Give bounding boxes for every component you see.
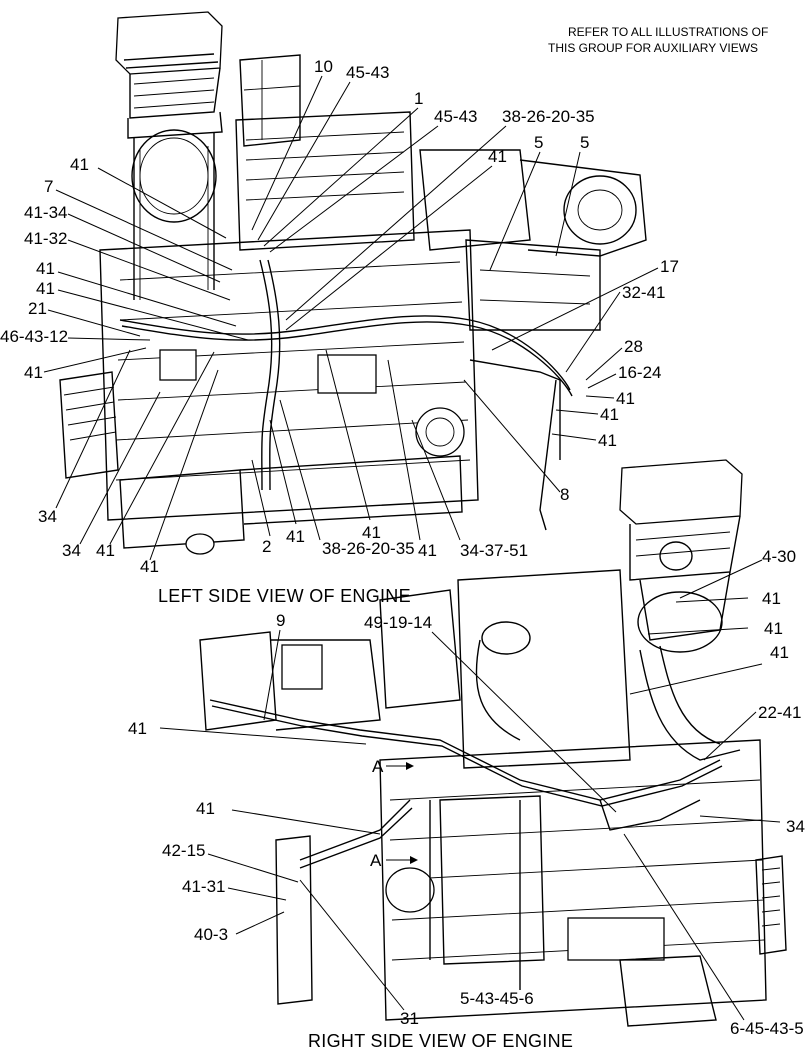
leader-lines (43, 75, 781, 1021)
wiring-harness-left (119, 259, 573, 531)
note-line-2: THIS GROUP FOR AUXILIARY VIEWS (548, 41, 758, 55)
callout-label: 5 (580, 133, 589, 152)
callout-label: 1 (414, 89, 423, 108)
callout-label: 41 (96, 541, 115, 560)
callout-label: 45-43 (434, 107, 477, 126)
callout-label: 38-26-20-35 (502, 107, 595, 126)
right-view-caption: RIGHT SIDE VIEW OF ENGINE (308, 1031, 573, 1051)
callout-label: 8 (560, 485, 569, 504)
callout-label: 41 (24, 363, 43, 382)
air-intake-stack (115, 11, 301, 300)
callout-label: 41 (286, 527, 305, 546)
callout-label: 34-37-51 (460, 541, 528, 560)
callout-label: 2 (262, 537, 271, 556)
callout-label: 41 (70, 155, 89, 174)
left-view-caption: LEFT SIDE VIEW OF ENGINE (158, 586, 411, 606)
callout-label: 5-43-45-6 (460, 989, 534, 1008)
callout-label: 28 (624, 337, 643, 356)
callout-label: 41 (36, 279, 55, 298)
callout-label: 41 (140, 557, 159, 576)
callout-label: 31 (400, 1009, 419, 1028)
left-side-engine-drawing (59, 11, 647, 555)
callout-label: 22-41 (758, 703, 801, 722)
callout-label: 34 (38, 507, 57, 526)
air-cleaner-right (619, 459, 743, 761)
callout-label: 41-31 (182, 877, 225, 896)
callout-label: 41-34 (24, 203, 67, 222)
callout-label: 7 (44, 177, 53, 196)
callout-label: 21 (28, 299, 47, 318)
callout-label: 41 (488, 147, 507, 166)
callout-label: 10 (314, 57, 333, 76)
callout-label: 42-15 (162, 841, 205, 860)
callout-label: 49-19-14 (364, 613, 432, 632)
callout-label: 40-3 (194, 925, 228, 944)
callout-label: 46-43-12 (0, 327, 68, 346)
note-line-1: REFER TO ALL ILLUSTRATIONS OF (568, 25, 768, 39)
callout-label: 45-43 (346, 63, 389, 82)
turbo-assembly (419, 149, 647, 331)
callout-label: 41 (418, 541, 437, 560)
callout-label: 41 (196, 799, 215, 818)
callout-label: 5 (534, 133, 543, 152)
engine-block (59, 111, 479, 555)
callout-label: 41 (762, 589, 781, 608)
callout-label: 41 (600, 405, 619, 424)
callout-label: 41 (128, 719, 147, 738)
callout-label: 41 (764, 619, 783, 638)
callout-label: 41 (770, 643, 789, 662)
callout-label: 9 (276, 611, 285, 630)
callout-label: A (372, 757, 384, 776)
callout-label: 17 (660, 257, 679, 276)
callout-label: 41 (616, 389, 635, 408)
callout-label: 41 (36, 259, 55, 278)
callout-label: 16-24 (618, 363, 661, 382)
callout-label: 41-32 (24, 229, 67, 248)
callout-label: 34 (62, 541, 81, 560)
callout-label: 38-26-20-35 (322, 539, 415, 558)
callout-label: 34 (786, 817, 805, 836)
right-side-engine-drawing (199, 459, 787, 1027)
callout-label: 41 (598, 431, 617, 450)
engine-block-right (199, 569, 787, 1027)
callout-label: 4-30 (762, 547, 796, 566)
callout-label: 32-41 (622, 283, 665, 302)
callout-label: 6-45-43-5 (730, 1019, 804, 1038)
callout-label: 41 (362, 523, 381, 542)
callout-label: A (370, 851, 382, 870)
